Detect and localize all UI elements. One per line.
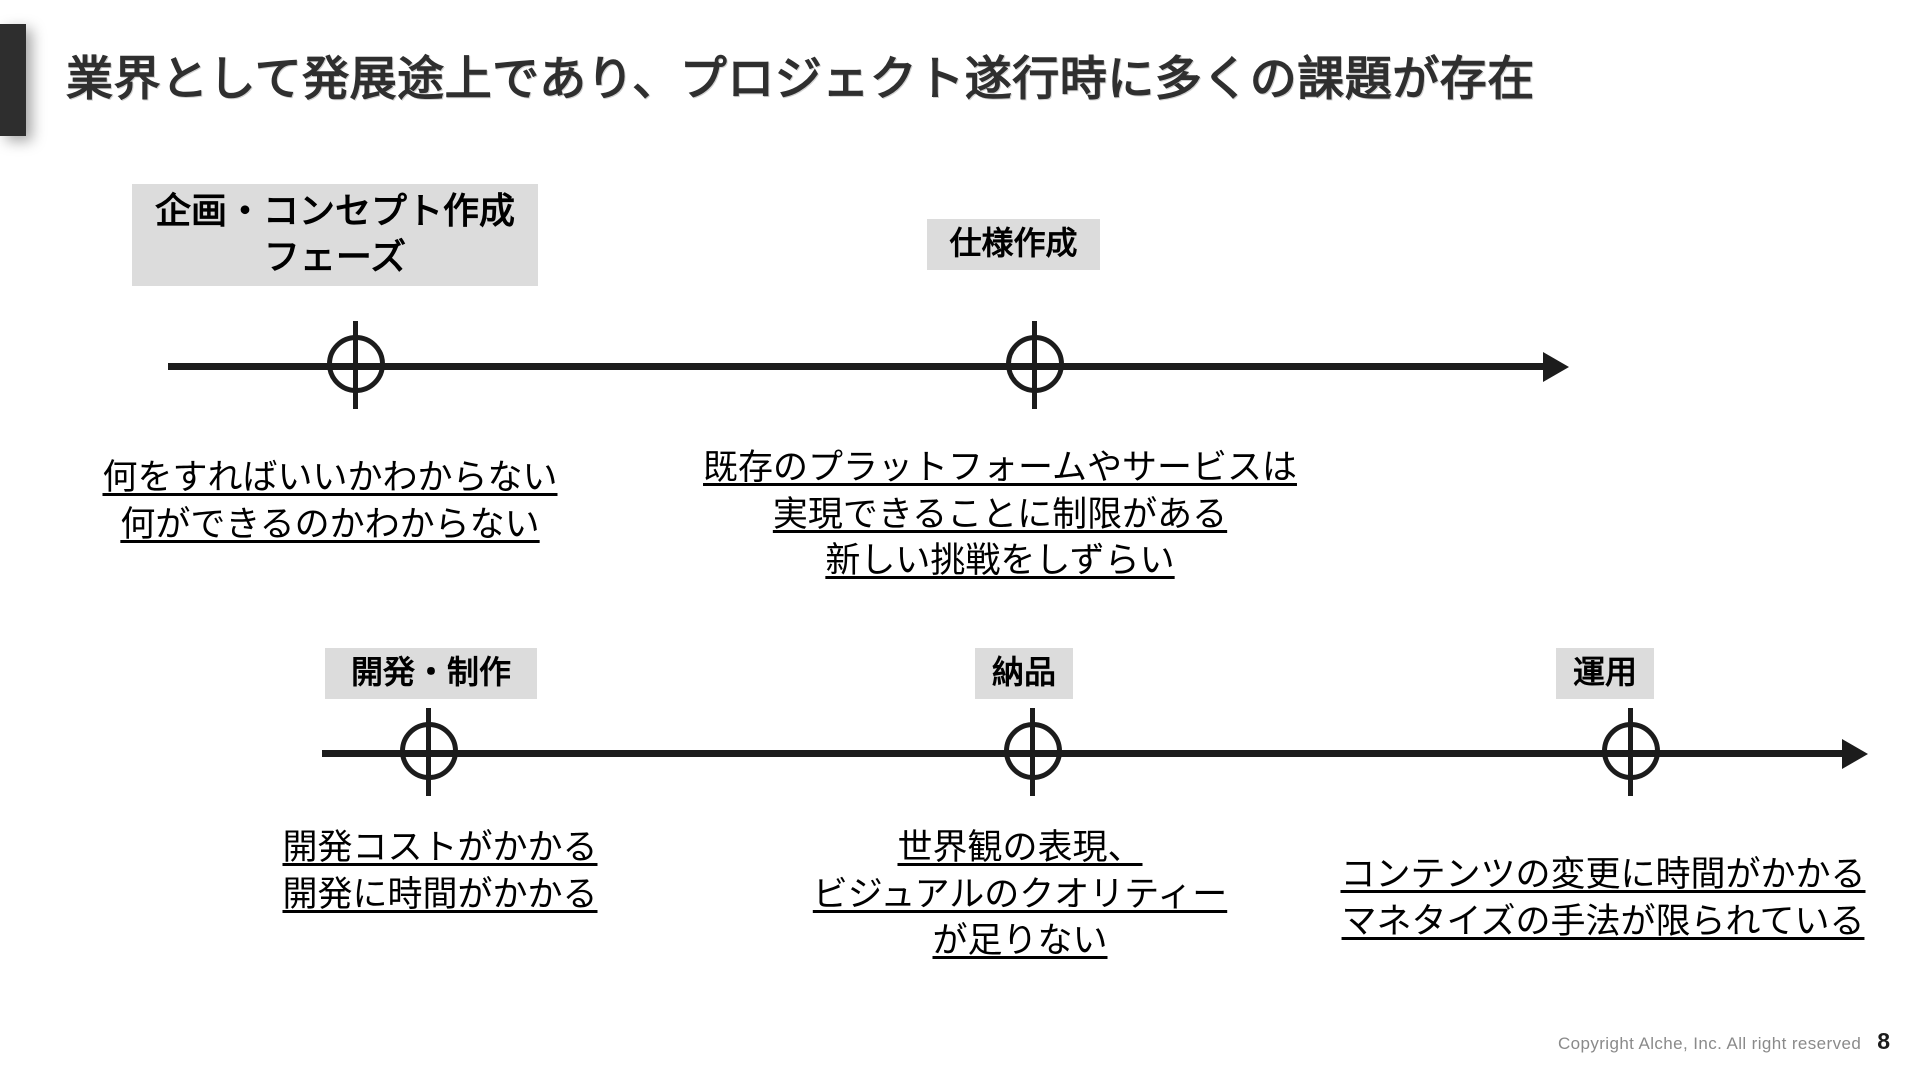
phase-label-planning: 企画・コンセプト作成 フェーズ — [132, 184, 538, 287]
copyright-text: Copyright Alche, Inc. All right reserved — [1557, 1034, 1862, 1053]
issue-line: マネタイズの手法が限られている — [1341, 901, 1865, 941]
issues-spec: 既存のプラットフォームやサービスは 実現できることに制限がある 新しい挑戦をしず… — [630, 445, 1370, 585]
node-ring-icon — [1006, 335, 1064, 393]
node-ring-icon — [327, 335, 385, 393]
title-accent-bar — [0, 24, 26, 136]
upper-timeline-axis — [168, 363, 1543, 370]
issues-planning: 何をすればいいかわからない 何ができるのかわからない — [40, 455, 620, 548]
issues-development: 開発コストがかかる 開発に時間がかかる — [210, 825, 670, 918]
lower-timeline-arrow-icon — [1842, 739, 1868, 769]
node-ring-icon — [1004, 722, 1062, 780]
issue-line: 世界観の表現、 — [897, 828, 1143, 867]
issue-line: 既存のプラットフォームやサービスは — [703, 448, 1297, 487]
issue-line: 何をすればいいかわからない — [102, 458, 558, 497]
issues-operation: コンテンツの変更に時間がかかる マネタイズの手法が限られている — [1298, 852, 1908, 945]
issue-line: が足りない — [932, 921, 1108, 961]
issue-line: コンテンツの変更に時間がかかる — [1340, 855, 1866, 894]
issue-line: 何ができるのかわからない — [120, 504, 540, 544]
phase-label-spec: 仕様作成 — [927, 219, 1100, 270]
node-ring-icon — [1602, 722, 1660, 780]
page-title: 業界として発展途上であり、プロジェクト遂行時に多くの課題が存在 — [66, 52, 1535, 105]
issue-line: 新しい挑戦をしずらい — [825, 541, 1175, 581]
page-number: 8 — [1877, 1028, 1890, 1054]
slide-footer: Copyright Alche, Inc. All right reserved… — [1558, 1028, 1890, 1055]
lower-timeline-axis — [322, 750, 1842, 757]
issue-line: 開発に時間がかかる — [282, 874, 598, 914]
issues-delivery: 世界観の表現、 ビジュアルのクオリティー が足りない — [770, 825, 1270, 965]
issue-line: 開発コストがかかる — [282, 828, 598, 867]
node-ring-icon — [400, 722, 458, 780]
phase-label-development: 開発・制作 — [325, 648, 537, 699]
phase-label-delivery: 納品 — [975, 648, 1073, 699]
upper-timeline-arrow-icon — [1543, 352, 1569, 382]
issue-line: ビジュアルのクオリティー — [812, 874, 1228, 914]
issue-line: 実現できることに制限がある — [772, 494, 1228, 534]
phase-label-operation: 運用 — [1556, 648, 1654, 699]
